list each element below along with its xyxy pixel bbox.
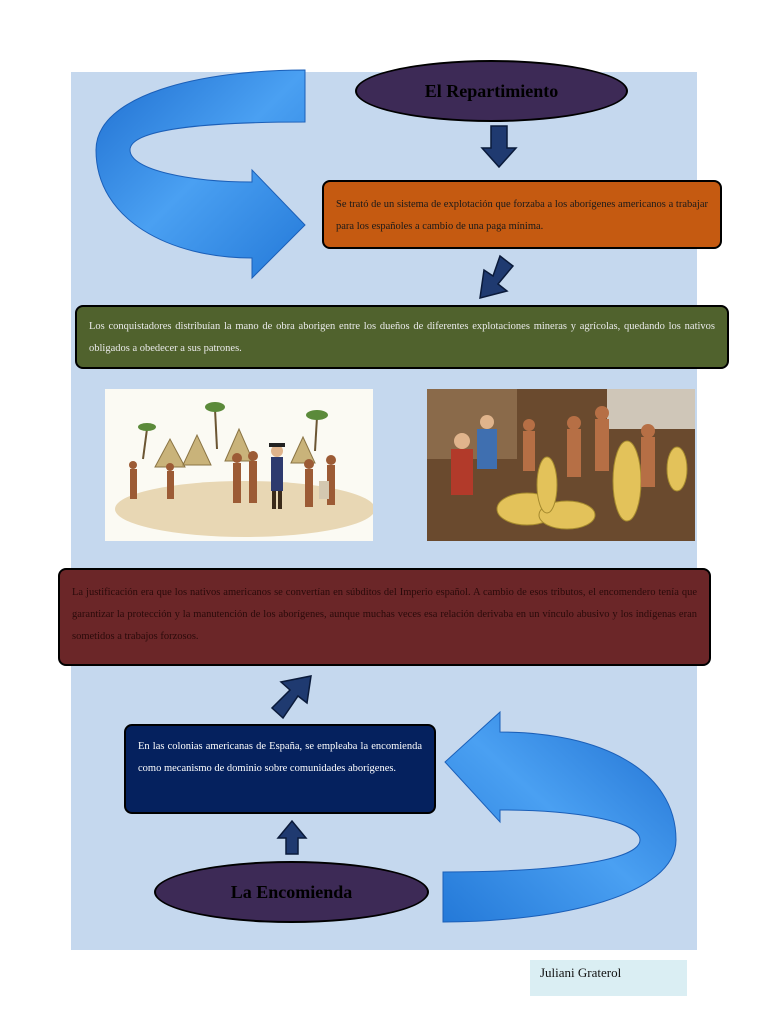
village-illustration — [105, 389, 373, 541]
encomienda-definition-box: En las colonias americanas de España, se… — [124, 724, 436, 814]
author-label: Juliani Graterol — [530, 960, 687, 996]
distribution-text: Los conquistadores distribuían la mano d… — [89, 321, 715, 354]
distribution-box: Los conquistadores distribuían la mano d… — [75, 305, 729, 369]
definition-box: Se trató de un sistema de explotación qu… — [322, 180, 722, 249]
justification-text: La justificación era que los nativos ame… — [72, 587, 697, 642]
title-encomienda: La Encomienda — [154, 861, 429, 923]
title-encomienda-label: La Encomienda — [230, 881, 353, 902]
definition-text: Se trató de un sistema de explotación qu… — [336, 199, 708, 232]
village-illustration-drawing — [105, 389, 373, 541]
encomienda-definition-text: En las colonias americanas de España, se… — [138, 741, 422, 774]
justification-box: La justificación era que los nativos ame… — [58, 568, 711, 666]
title-repartimiento-label: El Repartimiento — [424, 80, 559, 101]
gold-mining-illustration — [427, 389, 695, 541]
title-repartimiento: El Repartimiento — [355, 60, 628, 122]
gold-mining-illustration-drawing — [427, 389, 695, 541]
author-name: Juliani Graterol — [540, 965, 622, 980]
